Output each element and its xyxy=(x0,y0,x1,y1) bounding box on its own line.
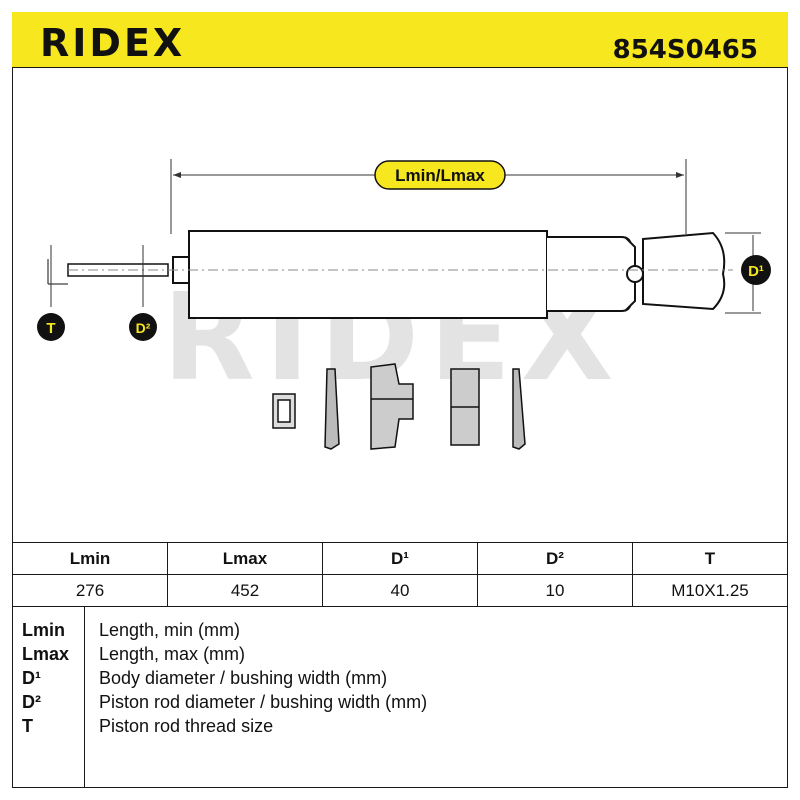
spec-header-d1: D¹ xyxy=(322,542,478,575)
legend-desc: Body diameter / bushing width (mm) xyxy=(99,668,388,688)
spec-header-lmax: Lmax xyxy=(167,542,323,575)
length-dimension: Lmin/Lmax xyxy=(170,159,687,234)
spec-value-d2: 10 xyxy=(477,574,633,607)
shock-body xyxy=(47,230,726,319)
spec-header-t: T xyxy=(632,542,788,575)
spec-header-row: Lmin Lmax D¹ D² T xyxy=(12,542,788,575)
bushing-part xyxy=(370,363,414,450)
legend-key: D¹ xyxy=(22,668,41,688)
spec-value-t: M10X1.25 xyxy=(632,574,788,607)
d2-callout: D² xyxy=(136,320,151,336)
legend-key: T xyxy=(22,716,33,736)
legend-desc: Length, max (mm) xyxy=(99,644,246,664)
legend-item: Lmax Length, max (mm) xyxy=(12,642,788,666)
washer-part-2 xyxy=(512,368,526,450)
bushing-part-2 xyxy=(450,368,480,446)
spec-header-d2: D² xyxy=(477,542,633,575)
t-callout: T xyxy=(46,320,55,337)
spec-header-lmin: Lmin xyxy=(12,542,168,575)
legend-divider xyxy=(84,606,85,788)
legend-item: D² Piston rod diameter / bushing width (… xyxy=(12,690,788,714)
spec-table: Lmin Lmax D¹ D² T 276 452 40 10 M10X1.25 xyxy=(12,542,788,607)
spec-value-row: 276 452 40 10 M10X1.25 xyxy=(12,574,788,607)
legend: Lmin Length, min (mm) Lmax Length, max (… xyxy=(12,606,788,788)
washer-part xyxy=(324,368,340,450)
legend-desc: Length, min (mm) xyxy=(99,620,241,640)
brand-logo: RIDEX xyxy=(40,21,186,65)
d1-dimension: D¹ xyxy=(725,232,771,314)
legend-item: T Piston rod thread size xyxy=(12,714,788,738)
legend-key: D² xyxy=(22,692,41,712)
d1-callout: D¹ xyxy=(748,263,764,280)
t-dimension: T xyxy=(37,245,65,341)
shock-absorber-drawing: RIDEX Lmin/Lmax D¹ T xyxy=(37,159,771,450)
length-label: Lmin/Lmax xyxy=(395,166,485,185)
legend-item: Lmin Length, min (mm) xyxy=(12,618,788,642)
d2-dimension: D² xyxy=(129,245,157,341)
legend-desc: Piston rod thread size xyxy=(99,716,274,736)
legend-key: Lmin xyxy=(22,620,65,640)
spec-value-d1: 40 xyxy=(322,574,478,607)
legend-key: Lmax xyxy=(22,644,70,664)
legend-item: D¹ Body diameter / bushing width (mm) xyxy=(12,666,788,690)
part-number: 854S0465 xyxy=(612,35,758,65)
spec-value-lmin: 276 xyxy=(12,574,168,607)
spec-value-lmax: 452 xyxy=(167,574,323,607)
nut-part xyxy=(272,393,296,429)
mounting-hardware xyxy=(272,363,526,450)
legend-desc: Piston rod diameter / bushing width (mm) xyxy=(99,692,428,712)
header-bar: RIDEX 854S0465 xyxy=(12,12,788,68)
